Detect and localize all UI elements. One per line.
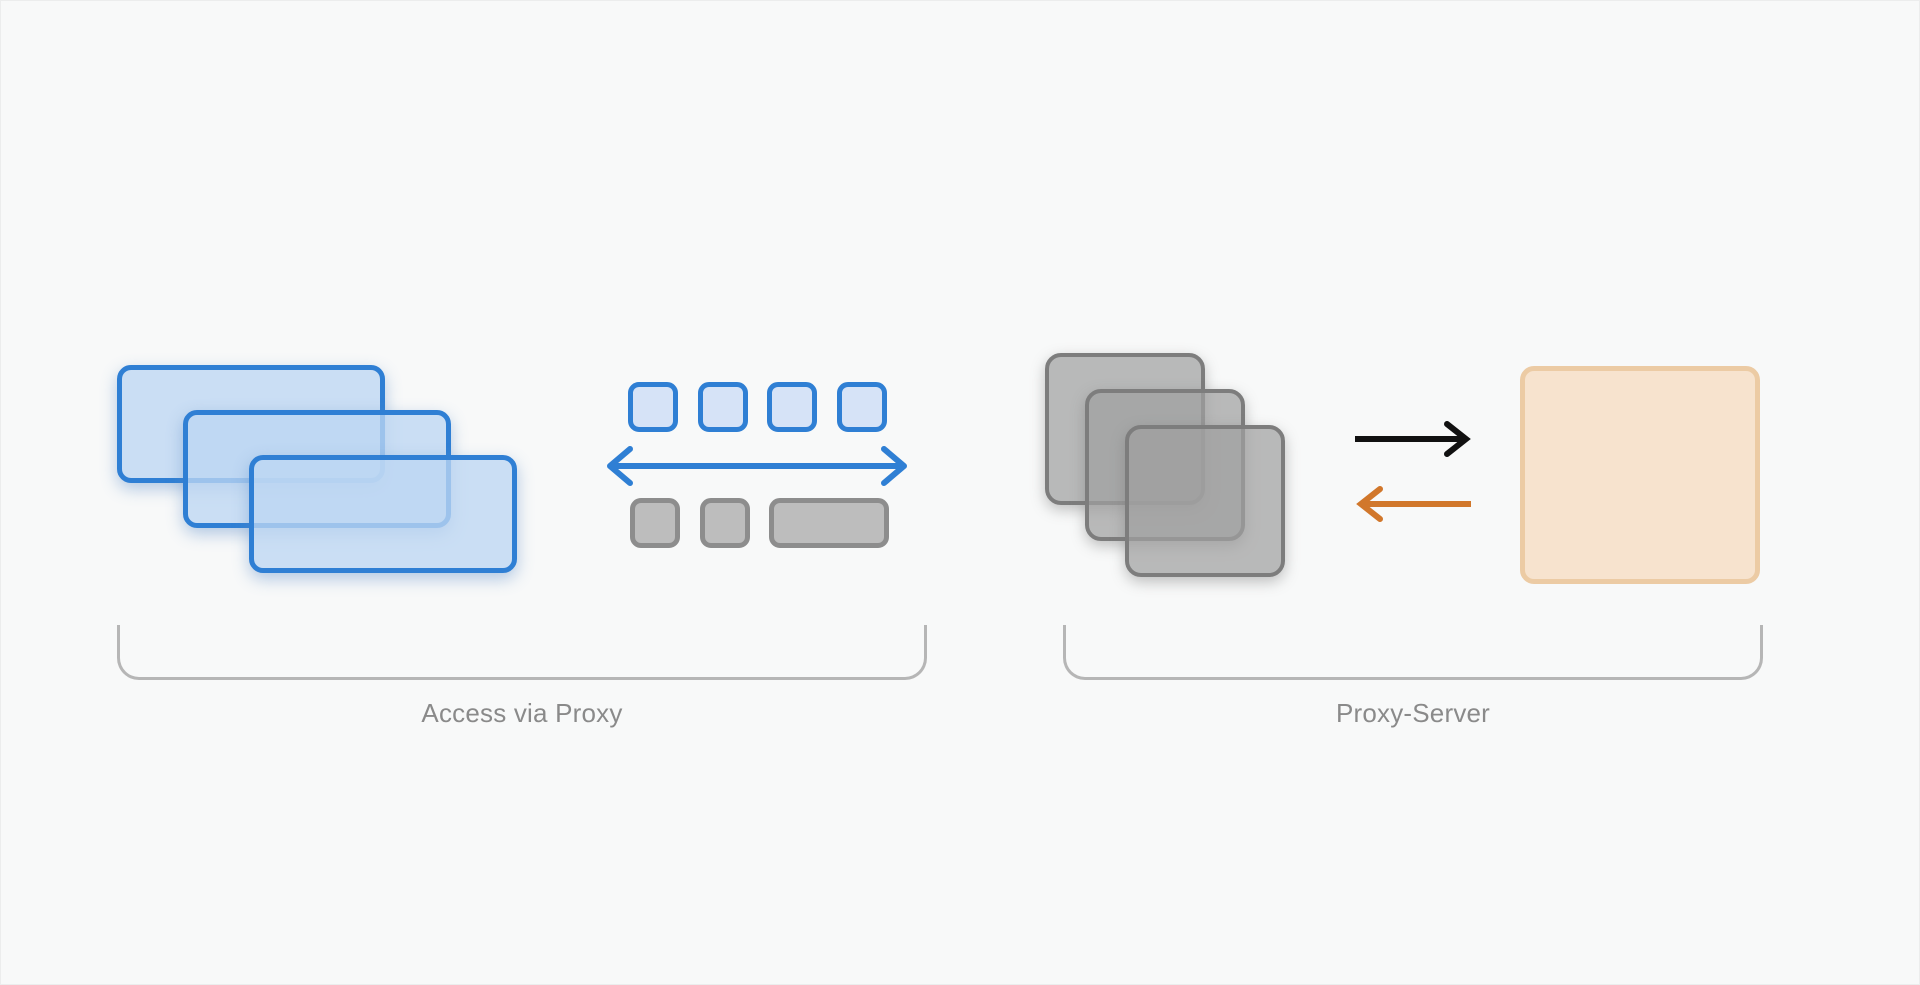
proxy-target-box: [1520, 366, 1760, 584]
server-group-bracket: [1063, 625, 1763, 680]
request-arrow: [1355, 421, 1471, 457]
blue-chip-2: [698, 382, 748, 432]
blue-chip-1: [628, 382, 678, 432]
client-group-bracket: [117, 625, 927, 680]
blue-chip-4: [837, 382, 887, 432]
blue-chip-3: [767, 382, 817, 432]
gray-chip-wide: [769, 498, 889, 548]
client-group-label: Access via Proxy: [421, 698, 623, 728]
response-arrow: [1356, 486, 1471, 522]
client-card-front: [249, 455, 517, 573]
gray-chip-small-2: [700, 498, 750, 548]
bidirectional-arrow: [607, 446, 907, 486]
server-card-front: [1125, 425, 1285, 577]
gray-chip-small-1: [630, 498, 680, 548]
server-group-label: Proxy-Server: [1335, 698, 1491, 728]
